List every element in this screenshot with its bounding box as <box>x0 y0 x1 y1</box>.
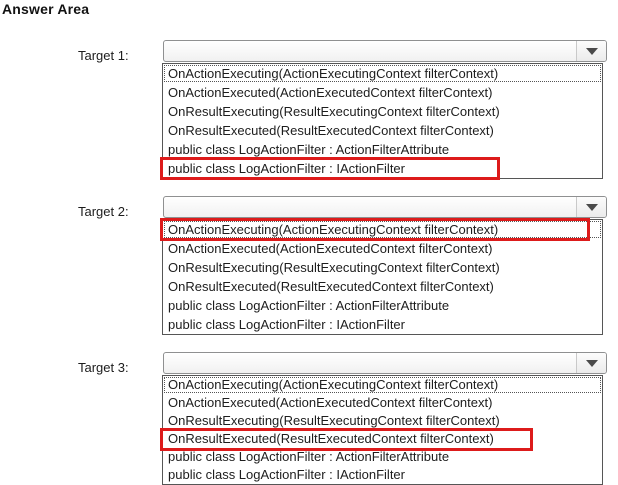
option-label: OnResultExecuted(ResultExecutedContext f… <box>168 279 494 294</box>
option-label: OnResultExecuting(ResultExecutingContext… <box>168 260 500 275</box>
option-label: OnActionExecuted(ActionExecutedContext f… <box>168 85 493 100</box>
dropdown-option[interactable]: OnResultExecuting(ResultExecutingContext… <box>163 258 602 277</box>
chevron-down-icon <box>585 359 598 367</box>
option-label: public class LogActionFilter : ActionFil… <box>168 142 450 157</box>
chevron-down-icon <box>585 203 598 211</box>
dropdown-option[interactable]: public class LogActionFilter : ActionFil… <box>163 296 602 315</box>
option-label: public class LogActionFilter : ActionFil… <box>168 449 450 464</box>
dropdown-option[interactable]: OnResultExecuted(ResultExecutedContext f… <box>163 277 602 296</box>
option-label: public class LogActionFilter : IActionFi… <box>168 161 405 176</box>
dropdown-option[interactable]: OnResultExecuted(ResultExecutedContext f… <box>160 428 602 451</box>
dropdown-option[interactable]: public class LogActionFilter : IActionFi… <box>163 466 602 484</box>
dropdown-option[interactable]: OnActionExecuted(ActionExecutedContext f… <box>163 83 602 102</box>
target-1-dropdown[interactable] <box>163 40 607 62</box>
option-label: OnActionExecuted(ActionExecutedContext f… <box>168 395 493 410</box>
dropdown-option[interactable]: OnActionExecuted(ActionExecutedContext f… <box>163 239 602 258</box>
dropdown-option[interactable]: OnResultExecuting(ResultExecutingContext… <box>163 412 602 430</box>
dropdown-option[interactable]: public class LogActionFilter : IActionFi… <box>163 315 602 334</box>
target-2-options-list: OnActionExecuting(ActionExecutingContext… <box>160 218 603 335</box>
target-2-label: Target 2: <box>78 204 129 219</box>
option-label: OnResultExecuting(ResultExecutingContext… <box>168 104 500 119</box>
target-1-dropdown-arrow-button[interactable] <box>576 41 606 61</box>
option-label: OnActionExecuting(ActionExecutingContext… <box>168 66 499 81</box>
dropdown-option[interactable]: OnActionExecuting(ActionExecutingContext… <box>163 64 602 83</box>
target-3-label: Target 3: <box>78 360 129 375</box>
target-2-dropdown-value <box>169 199 572 215</box>
dropdown-option[interactable]: OnActionExecuted(ActionExecutedContext f… <box>163 394 602 412</box>
target-3-dropdown-value <box>169 355 572 371</box>
option-label: OnResultExecuted(ResultExecutedContext f… <box>168 123 494 138</box>
target-2-dropdown[interactable] <box>163 196 607 218</box>
dropdown-option[interactable]: public class LogActionFilter : ActionFil… <box>163 140 602 159</box>
dropdown-option[interactable]: OnActionExecuting(ActionExecutingContext… <box>160 218 602 241</box>
target-3-dropdown-arrow-button[interactable] <box>576 353 606 373</box>
target-1-label: Target 1: <box>78 48 129 63</box>
target-1-dropdown-value <box>169 43 572 59</box>
option-label: OnResultExecuted(ResultExecutedContext f… <box>168 431 494 446</box>
option-label: OnActionExecuting(ActionExecutingContext… <box>168 377 499 392</box>
dropdown-option[interactable]: OnResultExecuted(ResultExecutedContext f… <box>163 121 602 140</box>
option-label: public class LogActionFilter : IActionFi… <box>168 317 405 332</box>
target-2-dropdown-arrow-button[interactable] <box>576 197 606 217</box>
option-label: OnActionExecuted(ActionExecutedContext f… <box>168 241 493 256</box>
chevron-down-icon <box>585 47 598 55</box>
dropdown-option[interactable]: public class LogActionFilter : IActionFi… <box>160 157 602 180</box>
dropdown-option[interactable]: OnResultExecuting(ResultExecutingContext… <box>163 102 602 121</box>
dropdown-option[interactable]: public class LogActionFilter : ActionFil… <box>163 448 602 466</box>
target-1-options-list: OnActionExecuting(ActionExecutingContext… <box>160 63 603 180</box>
target-3-dropdown[interactable] <box>163 352 607 374</box>
dropdown-option[interactable]: OnActionExecuting(ActionExecutingContext… <box>163 376 602 394</box>
page-title: Answer Area <box>2 1 90 17</box>
target-3-options-list: OnActionExecuting(ActionExecutingContext… <box>160 375 603 485</box>
option-label: OnActionExecuting(ActionExecutingContext… <box>168 222 499 237</box>
option-label: public class LogActionFilter : IActionFi… <box>168 467 405 482</box>
option-label: OnResultExecuting(ResultExecutingContext… <box>168 413 500 428</box>
option-label: public class LogActionFilter : ActionFil… <box>168 298 450 313</box>
